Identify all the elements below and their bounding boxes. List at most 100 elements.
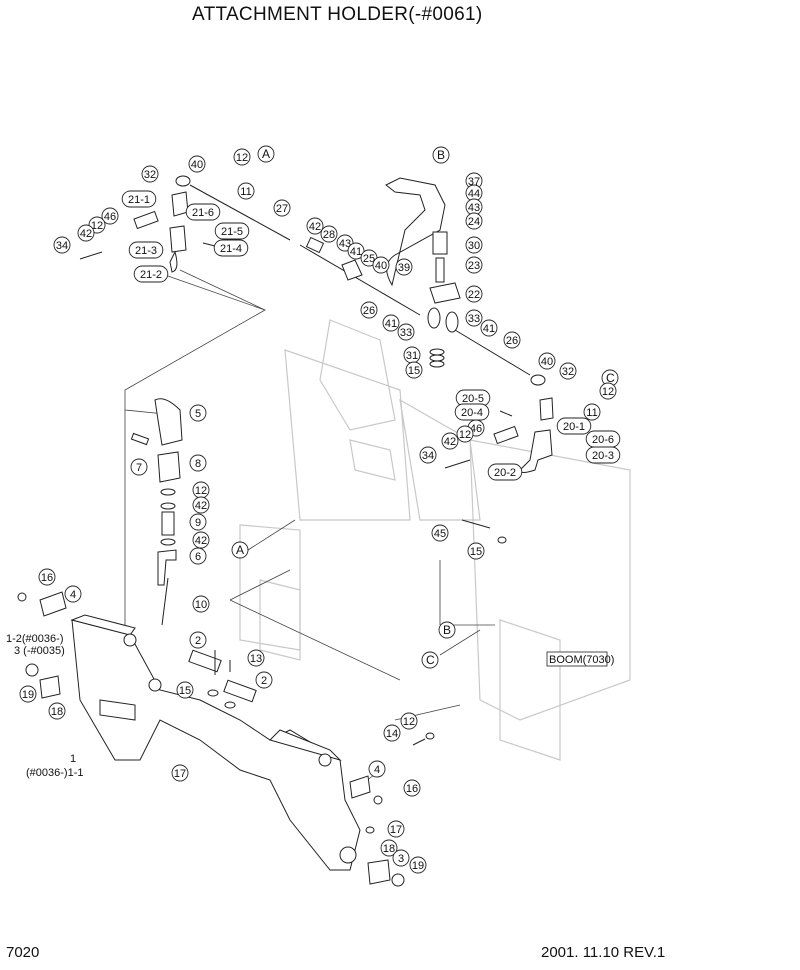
date-revision: 2001. 11.10 REV.1 [541,944,666,961]
svg-text:A: A [236,543,244,557]
callout-label: 41 [483,323,495,335]
callout-label: 2 [195,635,201,647]
callout-label: 42 [309,221,321,233]
callout-2: 2 [255,671,273,689]
callout-label: 42 [195,500,207,512]
item-1-number: 1 [70,753,76,765]
callout-19: 19 [19,685,37,703]
callout-label: 12 [195,485,207,497]
callout-41: 41 [480,319,498,337]
callout-28: 28 [320,225,338,243]
callout-label: 27 [276,203,288,215]
callout-label: 15 [179,685,191,697]
callout-label: 32 [562,366,574,378]
callout-30: 30 [465,236,483,254]
callout-21-2: 21-2 [133,265,169,283]
ref-marker-c-mid: C [421,651,439,669]
callout-label: 15 [470,546,482,558]
callout-label: 10 [195,599,207,611]
callout-label: 12 [459,429,471,441]
callout-label: 19 [412,860,424,872]
callout-label: 42 [80,228,92,240]
svg-text:B: B [443,623,451,637]
callout-label: 20-3 [592,450,614,462]
variant-label-1-2: 1-2(#0036-) [6,633,63,645]
callout-2: 2 [189,631,207,649]
callout-label: 42 [195,535,207,547]
callout-41: 41 [382,314,400,332]
callout-34: 34 [419,446,437,464]
callout-label: 20-6 [592,434,614,446]
callout-39: 39 [395,258,413,276]
callout-13: 13 [247,649,265,667]
callout-label: 25 [363,253,375,265]
svg-text:A: A [262,147,270,161]
callout-17: 17 [387,820,405,838]
upper-linkage [133,175,554,473]
callout-5: 5 [189,404,207,422]
callout-27: 27 [273,199,291,217]
callout-18: 18 [380,839,398,857]
left-latch-assembly [130,398,183,626]
callout-label: 42 [444,436,456,448]
callout-label: 44 [468,188,480,200]
callout-label: 12 [403,716,415,728]
callout-24: 24 [465,212,483,230]
callout-40: 40 [372,256,390,274]
attachment-holder-plate [70,614,361,871]
callout-label: 20-5 [462,393,484,405]
callout-label: 32 [144,169,156,181]
callout-label: 31 [406,350,418,362]
svg-text:BOOM(7030): BOOM(7030) [549,654,614,666]
svg-text:B: B [437,148,445,162]
callout-label: 46 [104,211,116,223]
callout-label: 8 [195,458,201,470]
callout-3: 3 [392,849,410,867]
boom-label: BOOM(7030) [546,651,614,667]
callout-label: 26 [363,305,375,317]
item-1-1-label: (#0036-)1-1 [26,767,83,779]
callout-label: 43 [468,202,480,214]
callout-19: 19 [409,856,427,874]
ref-marker-a-mid: A [231,541,249,559]
callout-20-6: 20-6 [585,430,621,448]
callout-42: 42 [77,224,95,242]
callout-10: 10 [192,595,210,613]
callout-label: 34 [56,240,68,252]
callout-label: 43 [339,238,351,250]
callout-32: 32 [559,362,577,380]
ref-marker-b-mid: B [438,621,456,639]
callout-12: 12 [456,425,474,443]
callout-12: 12 [599,382,617,400]
callout-label: 6 [195,551,201,563]
callout-42: 42 [306,217,324,235]
callout-label: 12 [602,386,614,398]
svg-text:C: C [426,653,435,667]
callout-label: 16 [406,783,418,795]
callout-20-2: 20-2 [487,463,523,481]
loose-parts [17,242,513,887]
callout-26: 26 [360,301,378,319]
callout-7: 7 [130,458,148,476]
callout-label: 13 [250,653,262,665]
callout-label: 4 [374,764,380,776]
callout-25: 25 [360,249,378,267]
callout-label: 12 [91,220,103,232]
callout-label: 41 [350,246,362,258]
callout-label: 9 [195,517,201,529]
callout-15: 15 [176,681,194,699]
callout-6: 6 [189,547,207,565]
callout-label: 23 [468,260,480,272]
ref-marker-b-top: B [432,146,450,164]
callout-31: 31 [403,346,421,364]
callout-9: 9 [189,513,207,531]
callout-label: 12 [236,152,248,164]
callout-20-4: 20-4 [454,403,490,421]
boom-outline [239,319,631,761]
callout-20-5: 20-5 [455,389,491,407]
callout-label: 7 [136,462,142,474]
callout-label: 21-3 [135,245,157,257]
callout-label: 33 [468,313,480,325]
callout-21-3: 21-3 [128,241,164,259]
